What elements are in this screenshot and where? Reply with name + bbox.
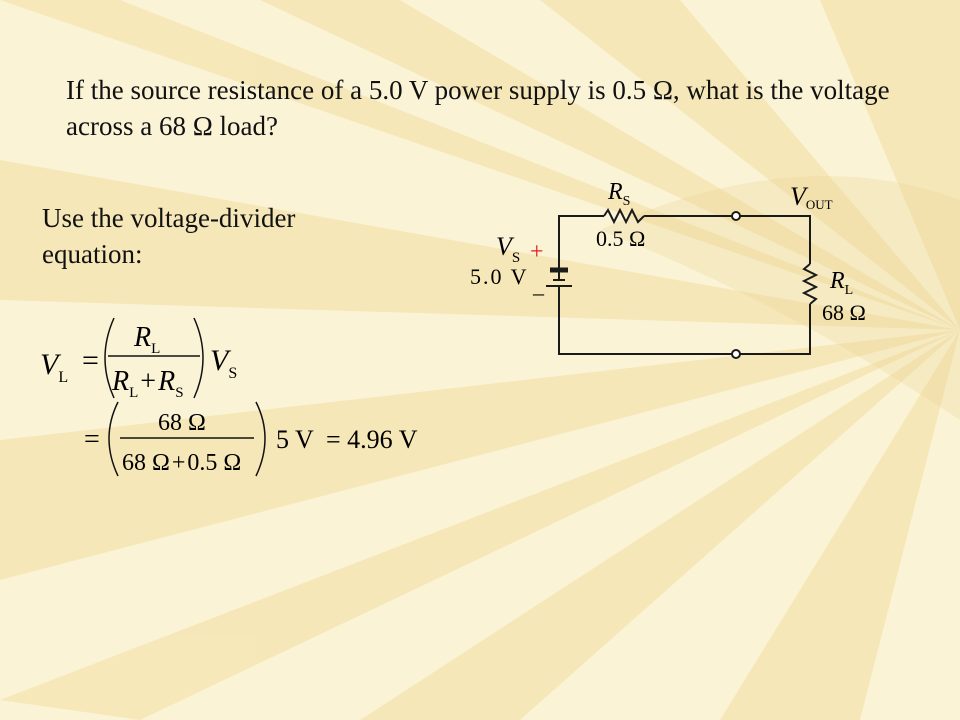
source-symbol: V	[496, 232, 515, 261]
rhs-voltage-symbol: V	[210, 344, 232, 377]
circuit-diagram: + – VS 5.0 V RS 0.5 Ω VOUT RL 68 Ω	[470, 179, 866, 359]
load-resistor-symbol	[801, 263, 819, 305]
battery-minus: –	[532, 280, 545, 305]
wire-top-left	[558, 215, 604, 280]
denominator-subscript-1: L	[129, 385, 138, 401]
series-resistor-symbol-text: R	[607, 179, 623, 205]
fraction-denominator-symbolic: RL+RS	[111, 366, 184, 401]
instruction-line-1: Use the voltage-divider	[42, 203, 296, 233]
output-symbol: V	[790, 182, 809, 211]
battery-plus: +	[530, 239, 544, 265]
series-resistor-value: 0.5 Ω	[596, 226, 645, 251]
lhs-voltage-subscript: L	[58, 369, 68, 386]
denominator-symbol-2: R	[157, 366, 175, 397]
rhs-voltage: VS	[210, 344, 237, 382]
multiplier-value: 5 V	[276, 425, 314, 454]
series-resistor-label: RS	[607, 179, 630, 209]
series-resistor-subscript: S	[623, 194, 631, 209]
wire-bottom	[558, 286, 732, 355]
rhs-voltage-subscript: S	[228, 365, 237, 382]
wire-output	[740, 215, 811, 264]
numerator-symbol: R	[133, 322, 151, 353]
instruction-line-2: equation:	[42, 239, 143, 269]
voltage-divider-equations: VL = RL RL+RS VS = 68 Ω 68 Ω+0.5 Ω 5 V =…	[40, 317, 418, 477]
load-resistor-symbol-text: R	[829, 268, 845, 294]
load-resistor-label: RL	[829, 268, 853, 298]
result-value: = 4.96 V	[326, 425, 418, 454]
output-subscript: OUT	[806, 197, 833, 212]
output-terminal-top	[731, 211, 741, 221]
series-resistor-symbol	[603, 207, 645, 225]
denominator-value-1: 68 Ω	[122, 450, 170, 476]
denominator-value-2: 0.5 Ω	[187, 450, 241, 476]
battery-symbol	[546, 267, 572, 287]
output-terminal-bottom	[731, 349, 741, 359]
equals-sign-1: =	[82, 344, 99, 377]
left-paren-1	[104, 317, 115, 399]
right-paren-1	[193, 317, 204, 399]
fraction-numerator-symbolic: RL	[133, 322, 160, 357]
load-resistor-value: 68 Ω	[822, 300, 866, 325]
denominator-subscript-2: S	[175, 385, 183, 401]
denominator-symbol-1: R	[111, 366, 129, 397]
question-text: If the source resistance of a 5.0 V powe…	[66, 75, 890, 141]
denominator-value-plus: +	[172, 450, 186, 476]
wire-right-lower	[740, 304, 811, 355]
output-label: VOUT	[790, 182, 833, 212]
fraction-denominator-numeric: 68 Ω+0.5 Ω	[122, 450, 241, 476]
fraction-numerator-numeric: 68 Ω	[158, 410, 206, 436]
source-value: 5.0 V	[470, 264, 529, 289]
source-label: VS	[496, 232, 520, 266]
source-subscript: S	[512, 250, 520, 266]
denominator-plus: +	[140, 366, 156, 397]
right-paren-2	[255, 401, 266, 477]
left-paren-2	[108, 401, 119, 477]
lhs-voltage-symbol: V	[40, 348, 62, 381]
equals-sign-2: =	[84, 424, 100, 455]
instruction-text: Use the voltage-divider equation:	[42, 200, 362, 272]
numerator-subscript: L	[151, 341, 160, 357]
lhs-voltage: VL	[40, 348, 68, 386]
load-resistor-subscript: L	[845, 283, 854, 298]
